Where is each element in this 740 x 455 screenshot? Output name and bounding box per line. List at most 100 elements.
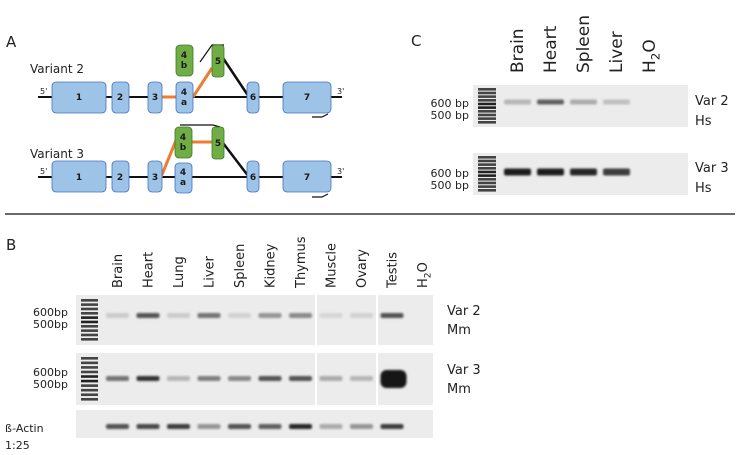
panel-c-lane-label: Brain [508,28,528,73]
panel-b-band [228,424,251,429]
panel-c-band [570,168,597,176]
panel-b-gel0-ladder-band [81,325,98,328]
panel-b-band [167,313,190,318]
panel-b-actin-name: ß-Actin [5,422,44,435]
panel-c-gel0-ladder-band [478,95,496,98]
panel-c-gel1-ladder-band [478,189,496,192]
panel-b-band [319,424,343,429]
panel-b-gel0-ladder-band [81,307,98,311]
panel-c-gel1-ladder-band [478,170,496,174]
variant2-exon-2 [111,81,130,114]
panel-b-band [289,376,312,381]
panel-c-gel0-ladder-band [478,106,496,109]
panel-c-band [603,99,630,105]
panel-c-gel0-ladder-band [478,110,496,113]
panel-b-band [228,376,251,381]
variant2-name: Variant 2 [30,62,84,76]
panel-b-band [167,424,190,429]
panel-b-gel1-ladder-band [81,366,98,369]
panel-c-gel0-ladder-band [478,91,496,95]
variant3-exon-2-label: 2 [117,173,123,183]
panel-c-lane-label: Spleen [574,15,594,73]
variant2-exon-3 [147,81,163,114]
panel-c-gel1-ladder-band [478,185,496,188]
variant3-3prime: 3' [337,167,344,176]
panel-b-var2-species: Mm [447,323,471,338]
variant2-exon-1 [51,81,107,114]
variant2-exon-3-label: 3 [152,93,158,103]
variant2-exon-4a [175,81,194,114]
panel-b-band [106,376,129,381]
panel-b-gel1-ladder-band [81,398,98,401]
panel-c-var3-marker-500: 500 bp [431,179,469,192]
panel-b-gel0-ladder-band [81,303,98,306]
panel-b-gel1-ladder-band [81,379,98,383]
variant3-exon-5-label: 5 [215,139,221,149]
panel-c-var2-species: Hs [695,114,712,129]
variant3-exon-1-label: 1 [76,173,82,183]
variant3-reverse-primer [312,193,329,198]
panel-b-lane-label: Spleen [233,244,248,288]
panel-b-gel-var3 [76,353,433,405]
variant3-exon-2 [111,160,130,193]
panel-c-band [570,99,597,105]
panel-b-lane-label: Lung [172,256,187,288]
panel-b-band [350,424,373,429]
panel-c-gel0-ladder-band [478,88,496,91]
panel-b-var3-marker-600: 600bp [33,366,68,379]
panel-b-gel0-ladder-band [81,320,98,324]
panel-b-band [197,424,221,429]
panel-b-band [106,424,129,429]
panel-b-var3-splice-gap [376,353,378,405]
variant2-exon-5-label: 5 [215,57,221,67]
panel-b-gel1-ladder-band [81,375,98,378]
panel-b-lane-label: Muscle [325,243,340,288]
panel-b-lane-label: Brain [111,254,126,288]
panel-c-gel0-ladder-band [478,102,496,106]
panel-c-gel1-ladder-band [478,174,496,177]
panel-c-var3-species: Hs [695,181,712,196]
panel-b-band [289,313,312,318]
panel-c-lane-label: Liver [607,31,627,73]
variant2-exon-6-label: 6 [250,93,256,103]
panel-b-gel1-ladder-band [81,384,98,387]
variant3-5prime: 5' [40,167,47,176]
variant3-exon-5 [211,126,225,160]
panel-b-gel0-ladder-band [81,312,98,315]
variant3-exon-6-label: 6 [250,173,256,183]
panel-b-band [350,313,373,318]
variant2-reverse-primer [312,113,329,118]
panel-c-band [504,168,531,176]
variant2-5prime: 5' [40,87,47,96]
panel-b-gel0-ladder-band [81,316,98,319]
panel-c-label: C [411,32,421,50]
panel-c-gel0-ladder-band [478,121,496,124]
panel-b-band [136,313,160,318]
panel-b-band [289,424,312,429]
panel-b-band [380,313,404,318]
variant3-splice-5-6 [222,142,250,178]
variant3-splice-3-4b [159,137,179,178]
panel-b-gel0-ladder-band [81,329,98,332]
variant2-splice-4a-5 [191,67,214,98]
variant2-exon-4b [175,44,194,77]
panel-c-var2-name: Var 2 [695,94,729,109]
panel-b-band [136,376,160,381]
panel-a-label: A [6,33,17,51]
panel-c-gel1-ladder-band [478,178,496,181]
panel-b-gel1-ladder-band [81,361,98,365]
panel-c-gel1-ladder-band [478,167,496,170]
panel-b-lane-label: Testis [386,252,401,289]
panel-b-band [350,376,373,381]
panel-c-gel1-ladder-band [478,159,496,163]
variant3-exon-3 [147,160,163,193]
variant3-exon-7-label: 7 [304,173,310,183]
panel-b-actin-ratio: 1:25 [5,439,30,452]
panel-b-gel0-ladder-band [81,299,98,302]
variant2-exon-6 [246,81,260,114]
